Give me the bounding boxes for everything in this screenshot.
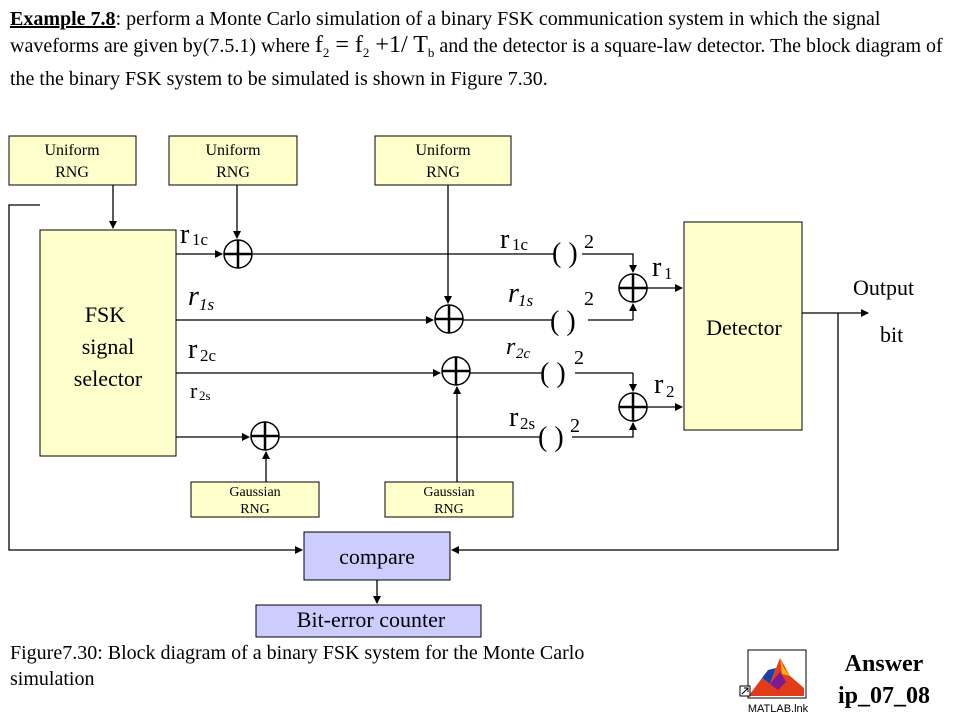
label-r1s-right-base: r bbox=[508, 278, 519, 309]
label-r2s-left: r 2s bbox=[190, 378, 211, 403]
matlab-icon: MATLAB.lnk bbox=[739, 649, 809, 715]
uniform-rng-3-line1: Uniform bbox=[415, 142, 471, 159]
fsk-line3: selector bbox=[74, 366, 143, 391]
example-label: Example 7.8 bbox=[10, 8, 116, 30]
figure-caption: Figure7.30: Block diagram of a binary FS… bbox=[10, 642, 585, 690]
label-r2c-left-sub: 2c bbox=[200, 346, 217, 365]
gaussian-rng-1-line1: Gaussian bbox=[229, 485, 280, 500]
label-r2c-right-sub: 2c bbox=[516, 346, 531, 362]
detector-label: Detector bbox=[706, 315, 782, 340]
summer-r1s bbox=[434, 304, 464, 334]
gaussian-rng-2: Gaussian RNG bbox=[384, 481, 514, 518]
summer-detector-r1 bbox=[618, 273, 648, 303]
connections bbox=[8, 185, 869, 604]
fsk-line1: FSK bbox=[85, 302, 125, 327]
summer-r2s bbox=[250, 421, 280, 451]
eq-symbol: = f bbox=[329, 32, 363, 58]
fsk-line2: signal bbox=[82, 334, 135, 359]
uniform-rng-3-line2: RNG bbox=[426, 164, 460, 181]
label-r1c-left-sub: 1c bbox=[192, 230, 209, 249]
tb-term: +1/ T bbox=[369, 32, 428, 58]
label-r1c-right-base: r bbox=[500, 224, 510, 255]
intro-text-a: : perform a Monte Carlo simulation of a … bbox=[10, 8, 881, 57]
gaussian-rng-1-line2: RNG bbox=[240, 502, 270, 517]
answer-label: Answer bbox=[844, 651, 924, 677]
summer-r1c bbox=[223, 239, 253, 269]
label-r1s-left-sub: 1s bbox=[199, 295, 215, 314]
label-r2-base: r bbox=[654, 369, 664, 400]
label-r2s-left-sub: 2s bbox=[199, 388, 211, 403]
gaussian-rng-2-line2: RNG bbox=[434, 502, 464, 517]
label-r1s-right-sub: 1s bbox=[518, 291, 534, 310]
gaussian-rng-2-line1: Gaussian bbox=[423, 485, 474, 500]
label-r2s-right-sub: 2s bbox=[520, 414, 535, 433]
label-r2s-left-base: r bbox=[190, 378, 198, 403]
uniform-rng-2-line1: Uniform bbox=[205, 142, 261, 159]
f2-symbol: f bbox=[314, 32, 323, 58]
label-r1-base: r bbox=[652, 252, 662, 283]
uniform-rng-2: Uniform RNG bbox=[168, 135, 298, 186]
bit-error-counter-label: Bit-error counter bbox=[297, 607, 446, 632]
label-r2s-right-base: r bbox=[509, 402, 519, 433]
square-op-3: ( ) 2 bbox=[540, 347, 584, 389]
square-op-4-symbol: ( ) bbox=[538, 422, 564, 453]
answer-block: Answer ip_07_08 bbox=[826, 648, 942, 712]
tb-subscript: b bbox=[427, 45, 435, 60]
fsk-signal-selector: FSK signal selector bbox=[39, 229, 177, 457]
label-r2c-right: r 2c bbox=[506, 334, 531, 362]
square-op-1-symbol: ( ) bbox=[552, 238, 578, 269]
label-r1s-right: r 1s bbox=[508, 278, 534, 310]
label-r2c-left-base: r bbox=[188, 334, 198, 365]
detector-box: Detector bbox=[683, 221, 803, 431]
label-r1c-left-base: r bbox=[180, 219, 190, 250]
square-op-2-symbol: ( ) bbox=[550, 306, 576, 337]
intro-paragraph: Example 7.8: perform a Monte Carlo simul… bbox=[10, 6, 950, 92]
uniform-rng-1-line1: Uniform bbox=[44, 142, 100, 159]
label-r1s-left-base: r bbox=[188, 281, 199, 312]
label-r2-sub: 2 bbox=[666, 382, 675, 401]
output-label-line2: bit bbox=[880, 322, 903, 347]
label-r1s-left: r 1s bbox=[188, 281, 215, 314]
compare-box: compare bbox=[303, 531, 451, 581]
output-label-line1: Output bbox=[853, 275, 914, 300]
summer-detector-r2 bbox=[618, 392, 648, 422]
square-op-1: ( ) 2 bbox=[552, 231, 594, 269]
label-r1c-left: r 1c bbox=[180, 219, 209, 250]
uniform-rng-3: Uniform RNG bbox=[374, 135, 512, 186]
square-op-3-symbol: ( ) bbox=[540, 358, 566, 389]
uniform-rng-1: Uniform RNG bbox=[8, 135, 137, 186]
square-op-2-exp: 2 bbox=[584, 288, 594, 310]
label-r1c-right-sub: 1c bbox=[512, 235, 529, 254]
square-op-4-exp: 2 bbox=[570, 415, 580, 437]
label-r2s-right: r 2s bbox=[509, 402, 535, 433]
f2-subscript: 2 bbox=[322, 45, 330, 60]
square-op-1-exp: 2 bbox=[584, 231, 594, 253]
intro-text-b: and the detector is a square-law detecto… bbox=[10, 35, 943, 90]
uniform-rng-2-line2: RNG bbox=[216, 164, 250, 181]
square-op-2: ( ) 2 bbox=[550, 288, 594, 337]
label-r2c-left: r 2c bbox=[188, 334, 217, 365]
matlab-shortcut-label: MATLAB.lnk bbox=[748, 703, 809, 715]
label-r1-sub: 1 bbox=[664, 264, 673, 283]
label-r1-detector: r 1 bbox=[652, 252, 673, 283]
f1-subscript: 2 bbox=[362, 45, 370, 60]
square-op-3-exp: 2 bbox=[574, 347, 584, 369]
label-r1c-right: r 1c bbox=[500, 224, 529, 255]
label-r2c-right-base: r bbox=[506, 334, 516, 360]
square-op-4: ( ) 2 bbox=[538, 415, 580, 453]
answer-id: ip_07_08 bbox=[837, 683, 930, 709]
compare-label: compare bbox=[339, 544, 415, 569]
bit-error-counter-box: Bit-error counter bbox=[255, 604, 482, 638]
summer-r2c bbox=[441, 356, 471, 386]
label-r2-detector: r 2 bbox=[654, 369, 675, 401]
gaussian-rng-1: Gaussian RNG bbox=[190, 481, 320, 518]
uniform-rng-1-line2: RNG bbox=[55, 164, 89, 181]
